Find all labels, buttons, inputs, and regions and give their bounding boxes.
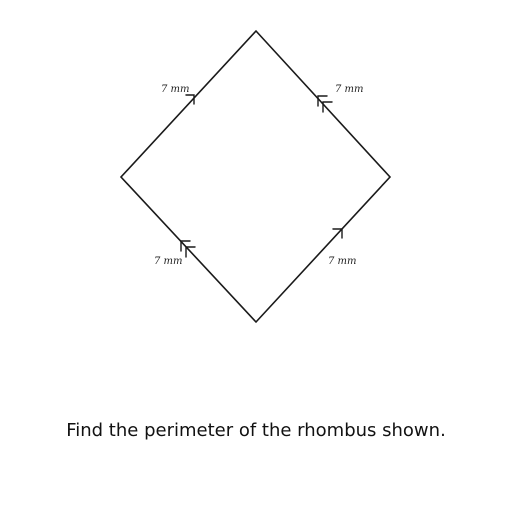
side-mark-lower-right-single-arrow [332,228,343,239]
side-mark-lower-left-double-arrow [180,240,196,258]
side-label-lower-right: 7 mm [328,256,357,267]
question-text: Find the perimeter of the rhombus shown. [66,420,446,441]
side-label-upper-left: 7 mm [161,84,190,95]
side-label-lower-left: 7 mm [154,256,183,267]
side-mark-upper-left-single-arrow [185,94,195,105]
side-mark-upper-right-double-arrow [317,95,333,113]
rhombus-outline [119,29,392,324]
side-label-upper-right: 7 mm [335,84,364,95]
